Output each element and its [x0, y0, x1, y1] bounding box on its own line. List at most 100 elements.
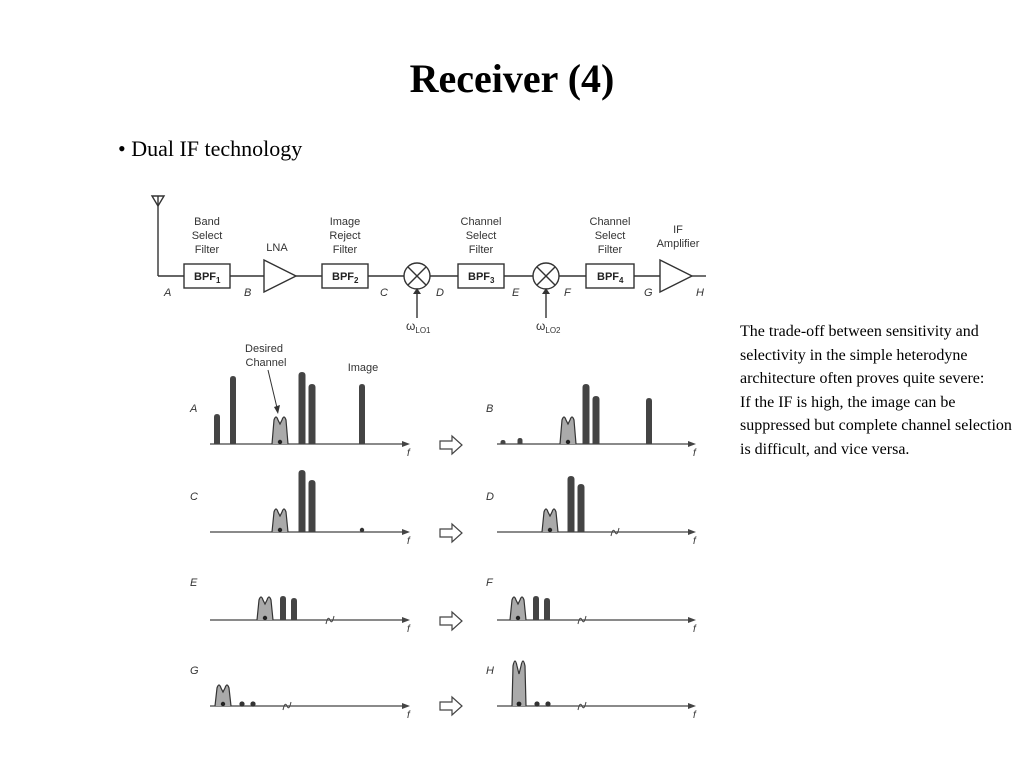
spectrum-h-panel-label: H	[486, 665, 494, 677]
spectrum-h-axis-arrow-icon	[688, 703, 696, 709]
row3-transform-arrow-icon	[439, 610, 463, 632]
b-desired-channel-dot	[565, 439, 571, 445]
node-e: E	[512, 287, 520, 299]
node-a: A	[163, 287, 171, 299]
c-desired-channel	[271, 508, 289, 533]
image-label: Image	[348, 362, 379, 374]
e-desired-channel-dot	[262, 615, 268, 621]
bpf3-caption-2: Select	[466, 230, 497, 242]
c-desired-channel-dot	[277, 527, 283, 533]
c-residual-image	[359, 527, 365, 533]
node-c: C	[380, 287, 388, 299]
bpf3-label: BPF3	[468, 271, 495, 285]
bpf1-caption-2: Select	[192, 230, 223, 242]
g-peak-1	[239, 701, 245, 707]
spectrum-g-f-label: f	[407, 710, 411, 721]
h-peak-1	[534, 701, 540, 707]
node-g: G	[644, 287, 653, 299]
desired-channel-label-1: Desired	[245, 343, 283, 355]
bpf1-caption-3: Filter	[195, 244, 220, 256]
a-desired-channel-dot	[277, 439, 283, 445]
spectrum-g-axis-arrow-icon	[402, 703, 410, 709]
lo1-arrow-icon	[413, 288, 421, 294]
lna-caption: LNA	[266, 242, 288, 254]
a-image-peak	[359, 384, 365, 444]
g-peak-2	[250, 701, 256, 707]
bpf1-label: BPF1	[194, 271, 221, 285]
spectrum-f-axis-arrow-icon	[688, 617, 696, 623]
e-desired-channel	[256, 596, 274, 621]
h-peak-2	[545, 701, 551, 707]
node-f: F	[564, 287, 572, 299]
spectrum-h-f-label: f	[693, 710, 697, 721]
explanation-line-2: If the IF is high, the image can be supp…	[740, 393, 1012, 458]
a-peak-1	[214, 414, 220, 444]
e-peak-2	[291, 598, 297, 620]
dual-if-receiver-figure: Band Select Filter LNA Image Reject Filt…	[150, 195, 706, 721]
spectrum-d-axis-break	[610, 527, 620, 537]
row1-transform-arrow-icon	[439, 434, 463, 456]
spectrum-c-panel-label: C	[190, 491, 198, 503]
spectrum-g-panel-label: G	[190, 665, 199, 677]
spectrum-a-f-label: f	[407, 448, 411, 459]
f-peak-1	[533, 596, 539, 620]
d-desired-channel	[541, 508, 559, 533]
spectrum-a-axis-arrow-icon	[402, 441, 410, 447]
spectrum-e-f-label: f	[407, 624, 411, 635]
bpf4-caption-2: Select	[595, 230, 626, 242]
mixer2-block	[532, 262, 560, 290]
bpf4-label: BPF4	[597, 271, 624, 285]
spectrum-f-axis-break	[577, 615, 587, 625]
bpf3-caption-1: Channel	[461, 216, 502, 228]
bpf2-caption-2: Reject	[329, 230, 360, 242]
c-peak-1	[298, 470, 306, 532]
spectrum-a-panel-label: A	[189, 403, 197, 415]
spectrum-d-axis-arrow-icon	[688, 529, 696, 535]
d-desired-channel-dot	[547, 527, 553, 533]
slide-title: Receiver (4)	[409, 56, 615, 101]
spectrum-h-axis-break	[577, 701, 587, 711]
e-peak-1	[280, 596, 286, 620]
bpf4-caption-3: Filter	[598, 244, 623, 256]
f-desired-channel	[509, 596, 527, 621]
bpf4-caption-1: Channel	[590, 216, 631, 228]
bpf2-caption-3: Filter	[333, 244, 358, 256]
spectrum-f-panel-label: F	[486, 577, 494, 589]
row4-transform-arrow-icon	[439, 695, 463, 717]
spectrum-c-f-label: f	[407, 536, 411, 547]
spectrum-b-panel-label: B	[486, 403, 493, 415]
desired-pointer-arrow-icon	[274, 405, 280, 414]
b-desired-channel	[559, 416, 577, 445]
lo1-label: ωLO1	[406, 319, 431, 335]
node-b: B	[244, 287, 251, 299]
explanation-line-1: The trade-off between sensitivity and se…	[740, 323, 985, 387]
bpf2-label: BPF2	[332, 271, 359, 285]
lo2-arrow-icon	[542, 288, 550, 294]
spectrum-g-axis-break	[282, 701, 292, 711]
node-d: D	[436, 287, 444, 299]
desired-channel-label-2: Channel	[246, 357, 287, 369]
d-peak-1	[567, 476, 575, 532]
g-desired-channel	[214, 684, 232, 707]
a-desired-channel	[271, 416, 289, 445]
if-amplifier-block	[659, 258, 694, 294]
h-desired-channel	[511, 660, 527, 707]
spectrum-f-f-label: f	[693, 624, 697, 635]
f-desired-channel-dot	[515, 615, 521, 621]
spectrum-d-f-label: f	[693, 536, 697, 547]
a-peak-2	[230, 376, 236, 444]
a-peak-4	[308, 384, 316, 444]
g-desired-channel-dot	[220, 701, 226, 707]
b-peak-3	[582, 384, 590, 444]
explanation-text: The trade-off between sensitivity and se…	[740, 320, 1015, 461]
bpf2-caption-1: Image	[330, 216, 361, 228]
bullet-point: • Dual IF technology	[118, 136, 303, 161]
spectrum-b-axis-arrow-icon	[688, 441, 696, 447]
spectrum-c-axis-arrow-icon	[402, 529, 410, 535]
lna-block	[263, 258, 298, 294]
spectrum-d-panel-label: D	[486, 491, 494, 503]
mixer1-block	[403, 262, 431, 290]
b-peak-4	[592, 396, 600, 444]
row2-transform-arrow-icon	[439, 522, 463, 544]
